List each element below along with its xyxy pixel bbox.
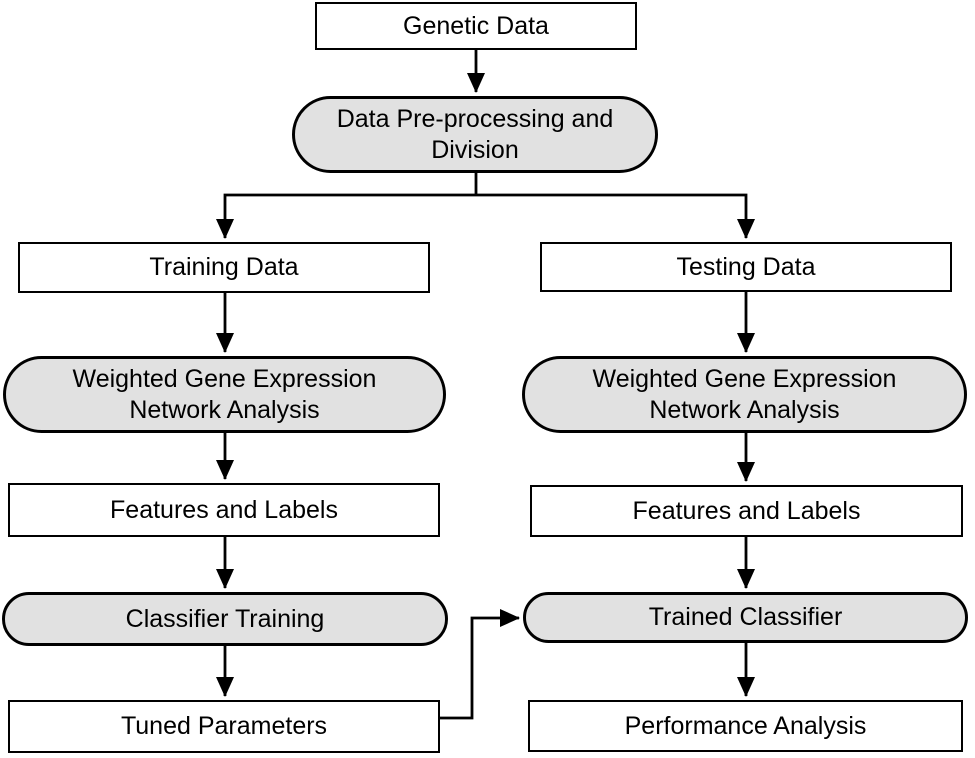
node-classifier-training: Classifier Training (2, 592, 448, 646)
edge-preprocessing-to-testing (476, 193, 755, 239)
node-testing-data: Testing Data (540, 242, 952, 292)
node-genetic-data: Genetic Data (315, 2, 637, 50)
node-tuned-parameters: Tuned Parameters (8, 700, 440, 753)
node-wgcna-testing: Weighted Gene Expression Network Analysi… (522, 356, 967, 433)
edge-tuned-to-trained-classifier (440, 609, 520, 720)
edge-preprocessing-to-training (216, 193, 476, 239)
node-trained-classifier: Trained Classifier (523, 592, 968, 643)
node-data-preprocessing-and-division: Data Pre-processing and Division (292, 96, 658, 173)
node-performance-analysis: Performance Analysis (528, 700, 963, 752)
node-features-and-labels-training: Features and Labels (8, 483, 440, 537)
node-training-data: Training Data (18, 242, 430, 293)
node-wgcna-training: Weighted Gene Expression Network Analysi… (3, 356, 446, 433)
node-features-and-labels-testing: Features and Labels (530, 485, 963, 537)
